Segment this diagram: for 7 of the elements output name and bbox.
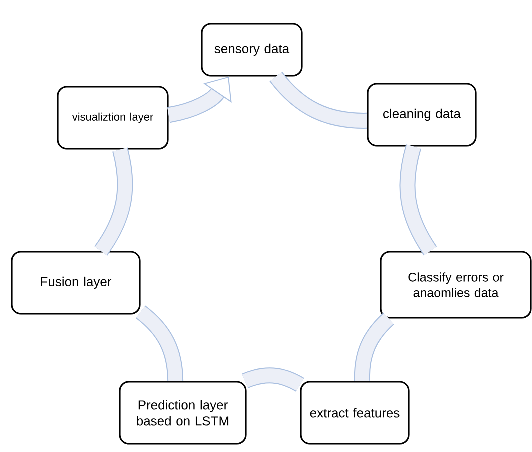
process-box: Classify errors or anaomlies data <box>380 251 532 319</box>
arrow <box>167 76 232 124</box>
process-box: visualiztion layer <box>57 86 169 150</box>
process-box: Prediction layer based on LSTM <box>119 381 247 445</box>
process-box: Fusion layer <box>11 251 141 315</box>
process-box: cleaning data <box>367 83 477 147</box>
process-box: extract features <box>300 381 410 445</box>
